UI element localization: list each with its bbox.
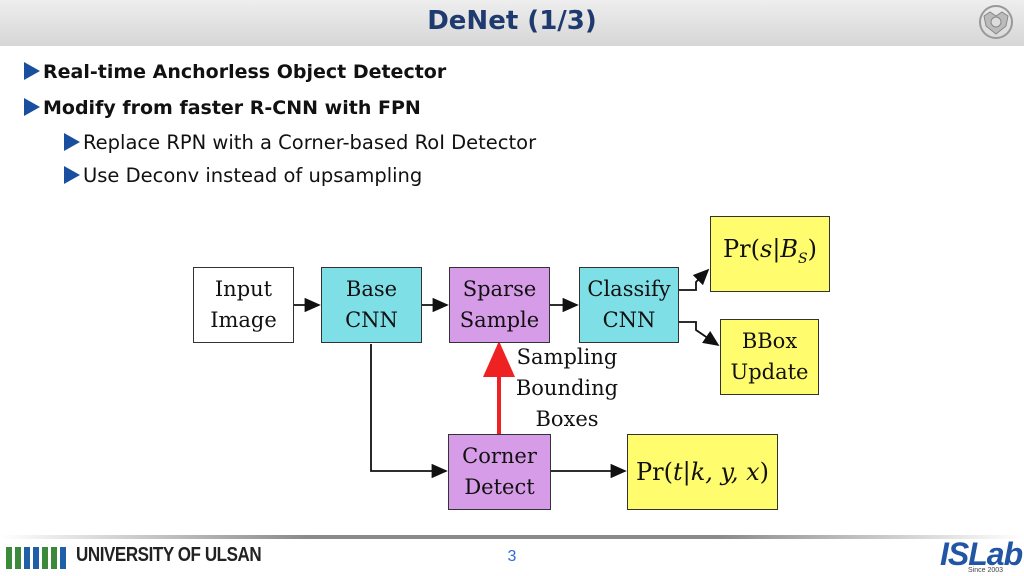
sampling-bounding-boxes-note: Sampling Bounding Boxes [506, 342, 628, 435]
box-label: Detect [464, 475, 535, 499]
box-label: Base [345, 277, 398, 301]
formula-bar: | [682, 457, 691, 486]
box-label: Image [210, 308, 277, 332]
note-line: Bounding [515, 376, 619, 400]
box-label: CNN [602, 308, 656, 332]
input-image-box: Input Image [193, 267, 294, 343]
box-label: Sample [459, 308, 540, 332]
bullet-triangle-icon [24, 62, 40, 80]
box-label: Corner [462, 444, 537, 468]
probability-class-box: Pr(s|BS) [710, 216, 830, 292]
box-label: Sparse [462, 277, 537, 301]
formula-subscript: S [798, 250, 808, 267]
formula-func: Pr [722, 234, 751, 263]
bullet-text: Use Deconv instead of upsampling [83, 164, 423, 187]
bullet-2: Modify from faster R-CNN with FPN [24, 97, 421, 119]
formula-paren: ) [759, 457, 770, 486]
formula-pr-t-given-kyx: Pr(t|k, y, x) [636, 457, 769, 488]
arrow-base-to-corner [370, 344, 448, 479]
box-label: CNN [345, 308, 398, 332]
box-label: Classify [587, 277, 671, 301]
bullet-triangle-icon [24, 98, 40, 116]
note-line: Sampling [516, 345, 618, 369]
bullet-1: Real-time Anchorless Object Detector [24, 61, 446, 83]
title-bar [0, 0, 1024, 46]
formula-func: Pr [635, 457, 664, 486]
bullet-triangle-icon [64, 166, 80, 184]
sub-bullet-1: Replace RPN with a Corner-based RoI Dete… [64, 131, 536, 154]
formula-var: k, y, x [690, 457, 760, 486]
lab-logo-subtitle: Since 2003 [968, 567, 1004, 574]
sparse-sample-box: Sparse Sample [449, 267, 550, 343]
page-number: 3 [507, 548, 517, 565]
formula-paren: ) [807, 234, 818, 263]
university-name: UNIVERSITY OF ULSAN [76, 544, 262, 566]
university-emblem-icon [979, 5, 1013, 39]
corner-detect-box: Corner Detect [448, 434, 551, 510]
box-label: Input [214, 277, 273, 301]
box-label: Update [730, 360, 809, 384]
bullet-text: Real-time Anchorless Object Detector [43, 61, 447, 83]
formula-bar: | [772, 234, 781, 263]
note-line: Boxes [535, 407, 599, 431]
bullet-triangle-icon [64, 133, 80, 151]
arrow-classify-to-bbox [679, 321, 720, 347]
sub-bullet-2: Use Deconv instead of upsampling [64, 164, 422, 187]
bullet-text: Replace RPN with a Corner-based RoI Dete… [83, 131, 537, 154]
footer-divider [0, 535, 1024, 539]
slide-title: DeNet (1/3) [427, 6, 597, 36]
lab-logo: ISLab [940, 536, 1023, 572]
university-logo-icon [6, 547, 66, 569]
base-cnn-box: Base CNN [321, 267, 422, 343]
formula-paren: ( [663, 457, 673, 486]
probability-corner-box: Pr(t|k, y, x) [627, 434, 778, 510]
arrow-classify-to-prob [679, 268, 710, 291]
bullet-text: Modify from faster R-CNN with FPN [43, 97, 421, 119]
formula-paren: ( [750, 234, 760, 263]
formula-pr-s-given-bs: Pr(s|BS) [723, 234, 817, 275]
classify-cnn-box: Classify CNN [579, 267, 679, 343]
formula-var: B [780, 234, 799, 263]
bbox-update-box: BBox Update [720, 319, 819, 395]
formula-var: s [759, 234, 773, 263]
box-label: BBox [741, 329, 798, 353]
formula-var: t [672, 457, 683, 486]
